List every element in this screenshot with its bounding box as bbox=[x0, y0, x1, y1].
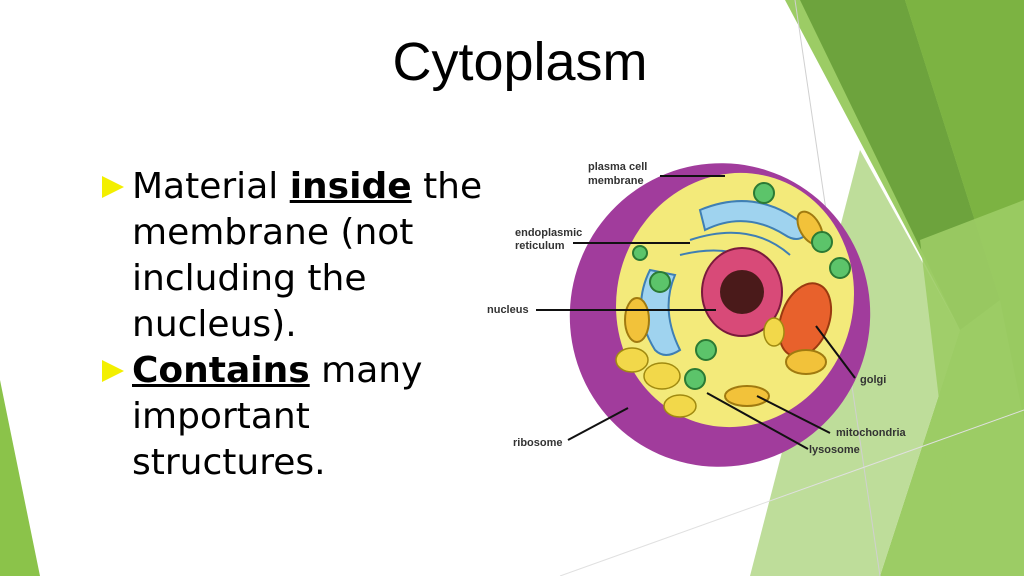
mitochondrion bbox=[624, 297, 650, 343]
bullet-item-1: Material inside the membrane (not includ… bbox=[100, 164, 500, 348]
lysosome bbox=[811, 231, 833, 253]
mitochondrion bbox=[785, 349, 827, 375]
label-plasma-line2: membrane bbox=[588, 175, 644, 187]
bullet-1-emphasis: inside bbox=[289, 166, 412, 207]
label-nucleus: nucleus bbox=[487, 304, 529, 316]
mitochondrion bbox=[724, 385, 770, 407]
vesicle bbox=[615, 347, 649, 373]
label-ribosome: ribosome bbox=[513, 437, 563, 449]
lysosome bbox=[632, 245, 648, 261]
label-golgi: golgi bbox=[860, 374, 886, 386]
cell-illustration bbox=[569, 163, 871, 467]
bullet-item-2: Contains many important structures. bbox=[100, 348, 500, 486]
bullet-1-prefix: Material bbox=[132, 166, 290, 207]
label-lysosome: lysosome bbox=[809, 444, 860, 456]
lysosome bbox=[695, 339, 717, 361]
bullet-list: Material inside the membrane (not includ… bbox=[100, 164, 500, 486]
lysosome bbox=[649, 271, 671, 293]
bullet-arrow-icon bbox=[102, 360, 124, 382]
label-pointers bbox=[536, 175, 856, 450]
bullet-2-suffix: many important structures. bbox=[132, 350, 423, 483]
slide-title: Cytoplasm bbox=[392, 32, 648, 92]
bullet-arrow-icon bbox=[102, 176, 124, 198]
lysosome bbox=[753, 182, 775, 204]
label-plasma-line1: plasma cell bbox=[588, 161, 647, 173]
label-mitochondria: mitochondria bbox=[836, 427, 907, 439]
label-er-line1: endoplasmic bbox=[515, 227, 582, 239]
vesicle bbox=[643, 362, 681, 390]
er-fold bbox=[698, 200, 812, 240]
bullet-1-suffix: the membrane (not including the nucleus)… bbox=[132, 166, 483, 345]
vesicle bbox=[663, 394, 697, 418]
nucleolus bbox=[720, 270, 764, 314]
vesicle bbox=[763, 317, 785, 347]
lysosome bbox=[684, 368, 706, 390]
lysosome bbox=[829, 257, 851, 279]
bullet-2-emphasis: Contains bbox=[132, 350, 310, 391]
label-er-line2: reticulum bbox=[515, 240, 565, 252]
